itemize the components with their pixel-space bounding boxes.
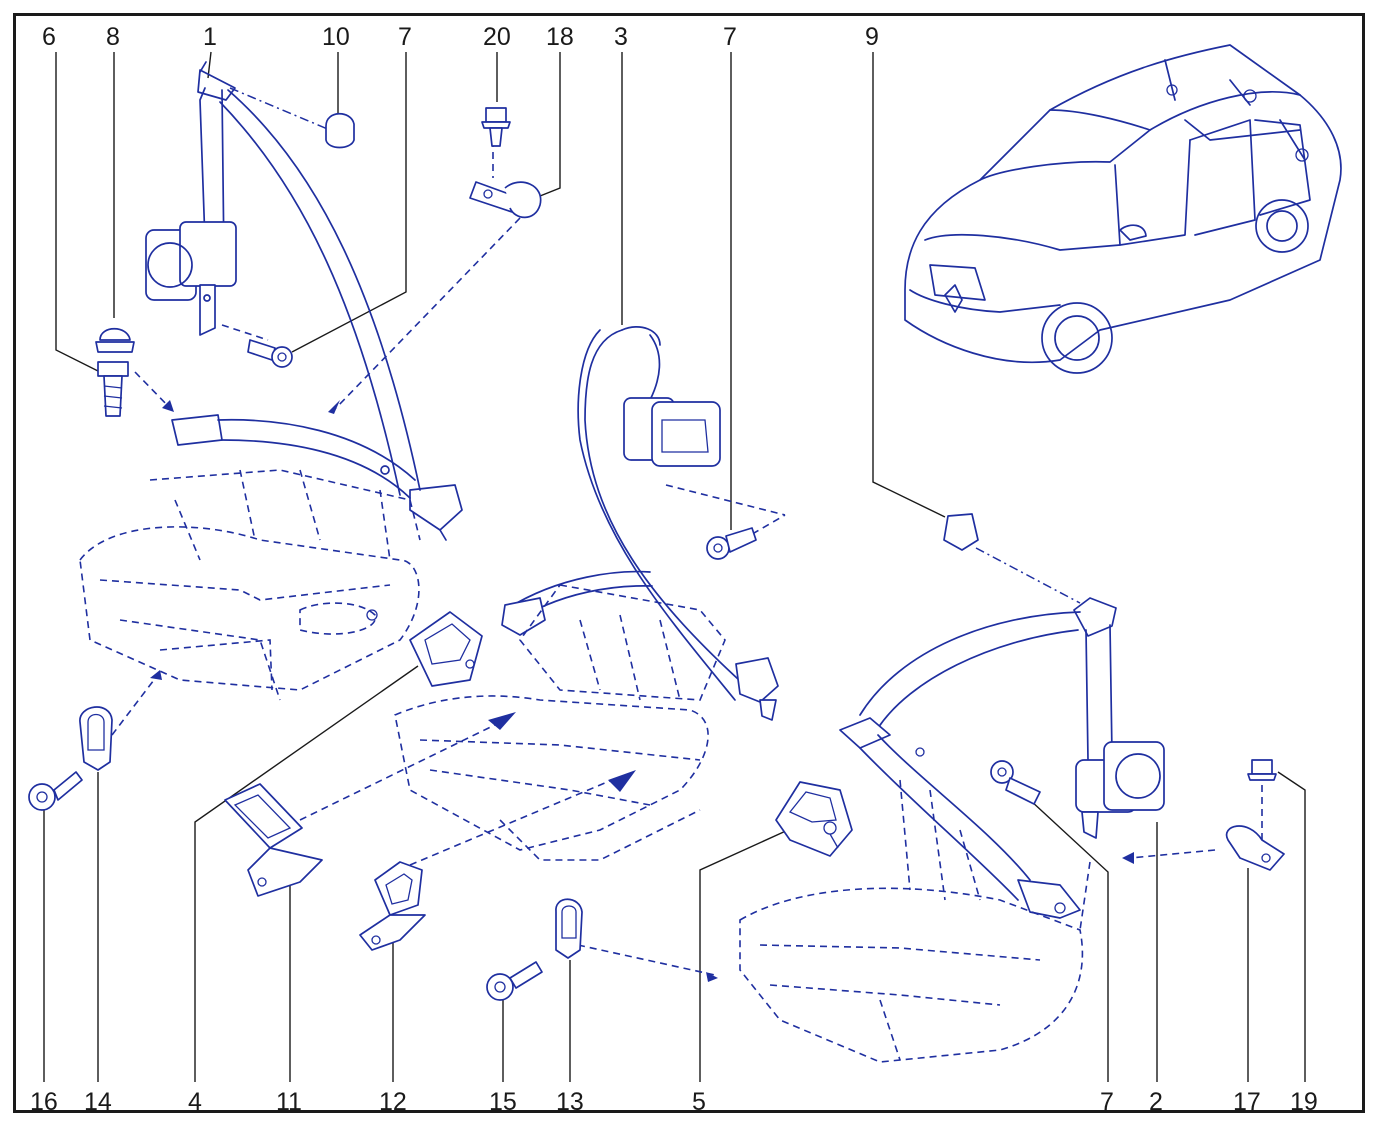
bolt-20: [481, 107, 511, 147]
anchor-ring-18: [469, 181, 542, 219]
leader-lines: [43, 51, 1306, 1082]
callout-5: 5: [692, 1088, 706, 1116]
buckle-11: [224, 783, 323, 897]
callout-7-c: 7: [1100, 1088, 1114, 1116]
callout-12: 12: [379, 1088, 407, 1116]
front-right-belt-assembly: [839, 513, 1165, 919]
callout-15: 15: [489, 1088, 517, 1116]
callout-16: 16: [30, 1088, 58, 1116]
callout-3: 3: [614, 23, 628, 51]
anchor-ring-17: [1225, 825, 1285, 871]
anchor-ring-13: [555, 898, 583, 959]
nut-cap-8: [95, 327, 135, 353]
centre-rear-seat-frame: [394, 570, 726, 861]
buckle-5: [775, 781, 853, 857]
callout-9: 9: [865, 23, 879, 51]
cap-9: [943, 513, 979, 551]
bolt-7-upper: [247, 339, 293, 368]
callout-8: 8: [106, 23, 120, 51]
anchor-ring-14: [79, 706, 113, 771]
callout-7-b: 7: [723, 23, 737, 51]
bolt-7-right: [990, 760, 1041, 805]
callout-7-a: 7: [398, 23, 412, 51]
cap-10: [325, 112, 355, 149]
callout-13: 13: [556, 1088, 584, 1116]
callout-18: 18: [546, 23, 574, 51]
bolt-7-centre: [706, 527, 757, 560]
assembly-lines: [111, 87, 1263, 982]
callout-19: 19: [1290, 1088, 1318, 1116]
callout-10: 10: [322, 23, 350, 51]
callout-6: 6: [42, 23, 56, 51]
buckle-12: [359, 861, 426, 951]
buckle-4: [409, 611, 483, 687]
callout-1: 1: [203, 23, 217, 51]
callouts-top: 6 8 1 10 7 20 18 3 7 9: [42, 23, 879, 51]
front-right-seat-frame: [739, 779, 1091, 1063]
centre-rear-belt-assembly: [577, 326, 779, 721]
bolt-19: [1247, 759, 1277, 781]
diagram-frame: [13, 13, 1365, 1113]
callout-17: 17: [1233, 1088, 1261, 1116]
front-left-belt-assembly: [145, 61, 463, 541]
front-left-seat-frame: [79, 469, 421, 701]
callout-11: 11: [276, 1088, 302, 1116]
callout-4: 4: [188, 1088, 202, 1116]
callout-2: 2: [1149, 1088, 1163, 1116]
centre-retractor: [651, 401, 721, 467]
vehicle-illustration: [904, 44, 1342, 374]
callouts-bottom: 16 14 4 11 12 15 13 5 7 2 17 19: [30, 1088, 1318, 1116]
bolt-15: [486, 961, 543, 1001]
callout-20: 20: [483, 23, 511, 51]
bolt-6: [97, 361, 129, 417]
lap-anchor-plate: [171, 414, 223, 446]
callout-14: 14: [84, 1088, 112, 1116]
bolt-16: [28, 771, 83, 811]
